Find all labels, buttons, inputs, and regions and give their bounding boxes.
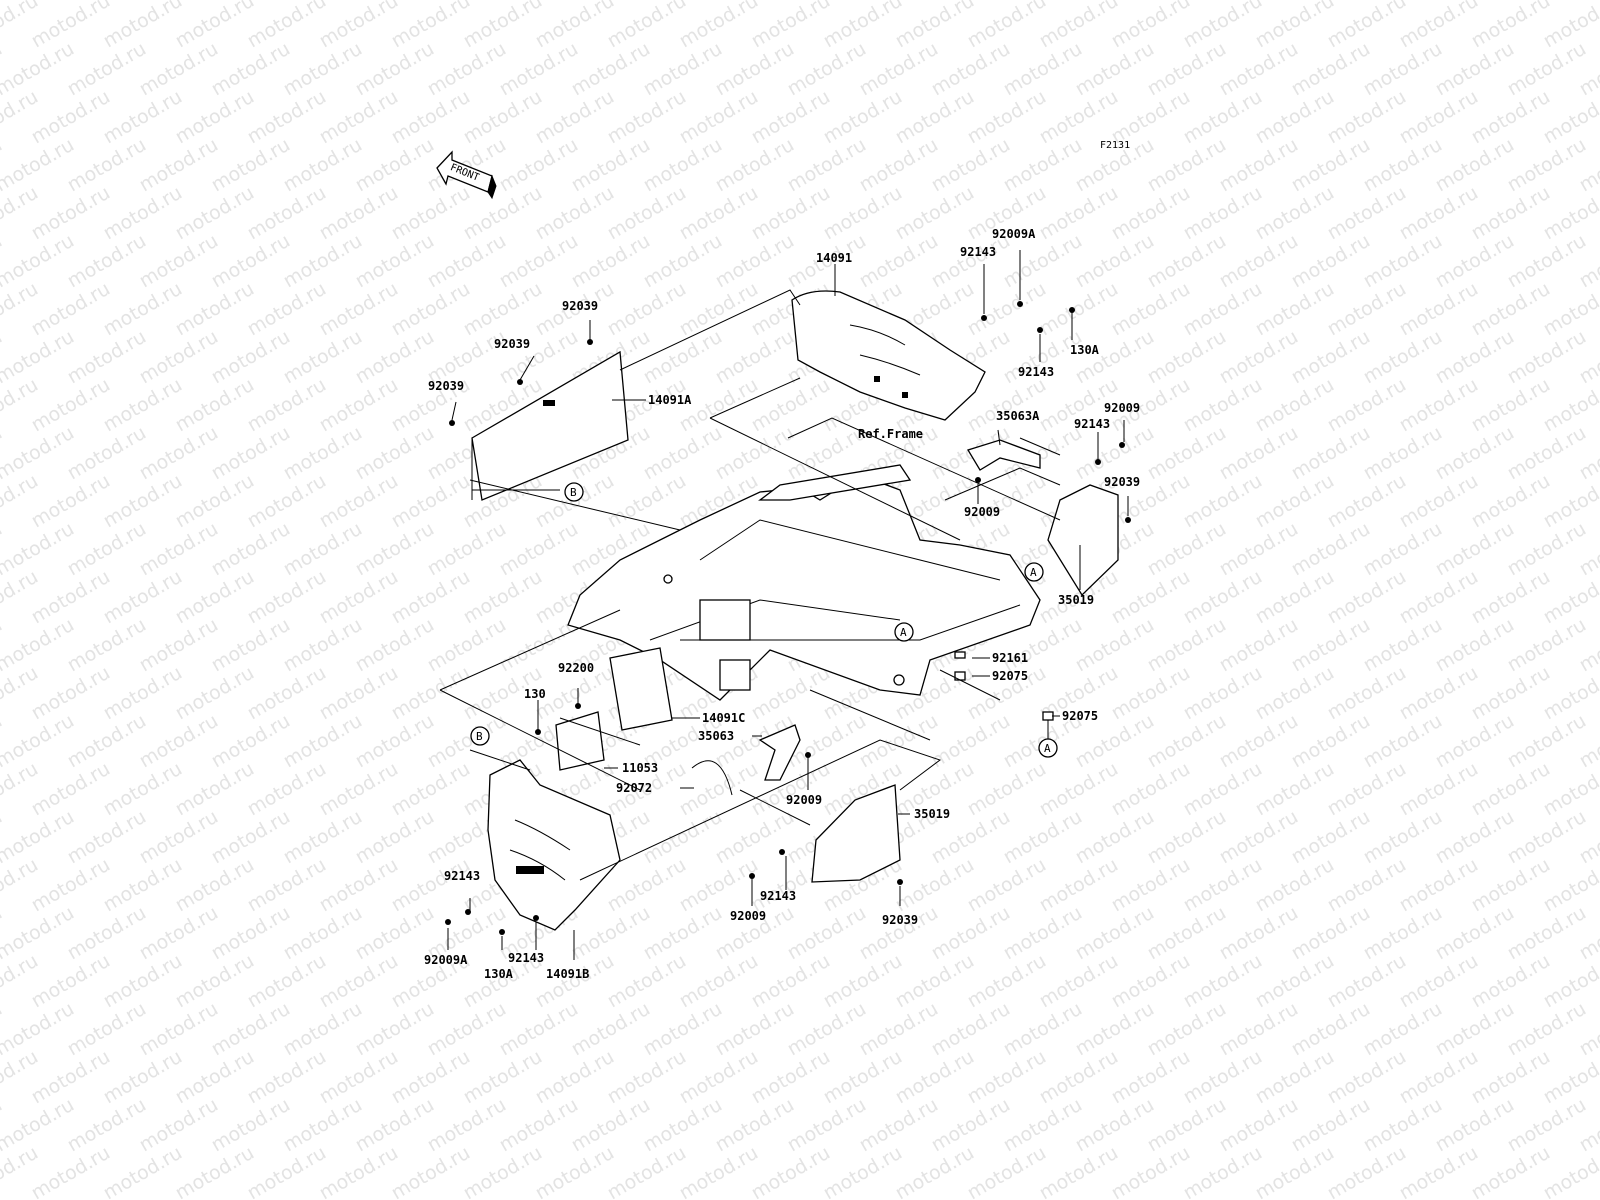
label-14091C: 14091C — [702, 711, 745, 725]
label-14091A: 14091A — [648, 393, 692, 407]
label-92009A-top: 92009A — [992, 227, 1036, 241]
label-92143-bl: 92143 — [444, 869, 480, 883]
part-35019-top-panel — [1047, 484, 1119, 597]
label-92161: 92161 — [992, 651, 1028, 665]
part-35019-bottom-panel — [811, 784, 901, 883]
frame — [567, 464, 1041, 701]
label-14091B: 14091B — [546, 967, 589, 981]
label-130A-bl: 130A — [484, 967, 514, 981]
label-92039-b: 92039 — [494, 337, 530, 351]
part-35063A-bracket — [967, 439, 1041, 471]
label-92143-r: 92143 — [1074, 417, 1110, 431]
part-14091B-cover — [487, 759, 621, 931]
label-11053: 11053 — [622, 761, 658, 775]
label-35063A: 35063A — [996, 409, 1040, 423]
label-92039-r: 92039 — [1104, 475, 1140, 489]
callout-A-far: A — [1044, 742, 1051, 755]
label-92009-r: 92009 — [1104, 401, 1140, 415]
part-11053-duct — [555, 711, 605, 771]
label-130: 130 — [524, 687, 546, 701]
label-92075-a: 92075 — [992, 669, 1028, 683]
callout-A-mid: A — [900, 626, 907, 639]
label-ref-frame: Ref.Frame — [858, 427, 923, 441]
label-92200: 92200 — [558, 661, 594, 675]
label-92072: 92072 — [616, 781, 652, 795]
label-92009-m: 92009 — [786, 793, 822, 807]
callout-B-bot: B — [476, 730, 483, 743]
part-labels: 14091 92009A 92143 130A 92143 92039 9203… — [424, 227, 1140, 981]
label-14091: 14091 — [816, 251, 852, 265]
callout-A-right: A — [1030, 566, 1037, 579]
part-92072-band — [691, 760, 733, 796]
label-92143-top: 92143 — [960, 245, 996, 259]
part-14091C-plate — [609, 647, 673, 731]
part-14091-cover — [791, 290, 986, 421]
label-92143-top2: 92143 — [1018, 365, 1054, 379]
label-92009-r2: 92009 — [964, 505, 1000, 519]
label-92039-bm: 92039 — [882, 913, 918, 927]
label-35019-bot: 35019 — [914, 807, 950, 821]
leader-lines — [439, 250, 1129, 960]
label-92039-c: 92039 — [428, 379, 464, 393]
label-92009A-bl: 92009A — [424, 953, 468, 967]
label-130A-top: 130A — [1070, 343, 1100, 357]
label-92143-bl2: 92143 — [508, 951, 544, 965]
watermark-text: motod.ru — [1576, 0, 1600, 4]
part-14091A-panel — [471, 350, 629, 501]
diagram-code: F2131 — [1100, 140, 1130, 151]
callouts: B A A A B — [470, 482, 1058, 758]
label-92143-bm: 92143 — [760, 889, 796, 903]
fasteners — [445, 301, 1131, 935]
label-92009-bm: 92009 — [730, 909, 766, 923]
callout-B-top: B — [570, 486, 577, 499]
label-92075-b: 92075 — [1062, 709, 1098, 723]
front-arrow-icon: FRONT — [436, 150, 497, 200]
part-35063-bracket — [758, 724, 801, 781]
label-35019-top: 35019 — [1058, 593, 1094, 607]
label-35063: 35063 — [698, 729, 734, 743]
label-92039-a: 92039 — [562, 299, 598, 313]
